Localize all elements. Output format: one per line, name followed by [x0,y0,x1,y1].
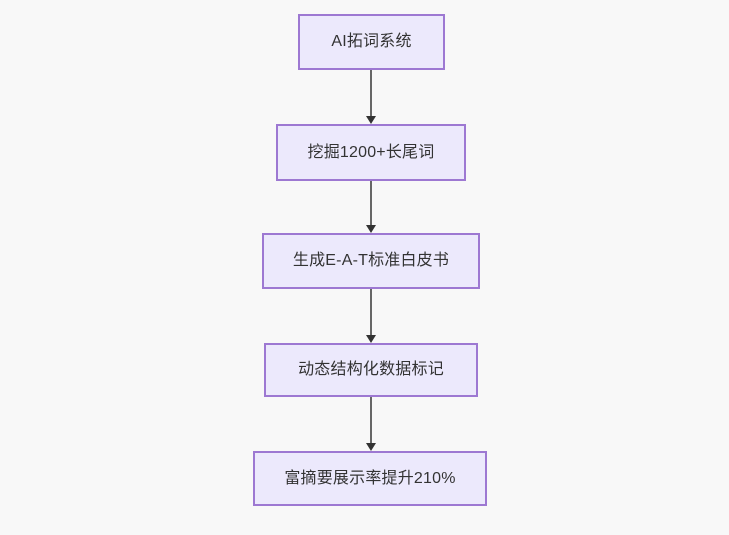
edge-line [370,70,372,116]
edge-line [370,289,372,335]
arrowhead-icon [366,225,376,233]
flow-node-rich-snippet-impression-uplift[interactable]: 富摘要展示率提升210% [253,451,487,506]
flow-node-label: 生成E-A-T标准白皮书 [292,252,450,270]
edge-line [370,397,372,443]
flow-node-generate-eat-whitepaper[interactable]: 生成E-A-T标准白皮书 [262,233,480,289]
arrowhead-icon [366,335,376,343]
flow-node-label: 动态结构化数据标记 [298,361,444,379]
arrowhead-icon [366,443,376,451]
flow-node-label: 富摘要展示率提升210% [284,469,456,487]
arrowhead-icon [366,116,376,124]
flow-node-label: 挖掘1200+长尾词 [307,143,435,161]
flow-node-mine-longtail-keywords[interactable]: 挖掘1200+长尾词 [276,124,466,181]
flow-node-ai-keyword-system[interactable]: AI拓词系统 [298,14,445,70]
flow-node-dynamic-structured-data-markup[interactable]: 动态结构化数据标记 [264,343,478,397]
flow-node-label: AI拓词系统 [331,33,412,51]
edge-line [370,181,372,225]
